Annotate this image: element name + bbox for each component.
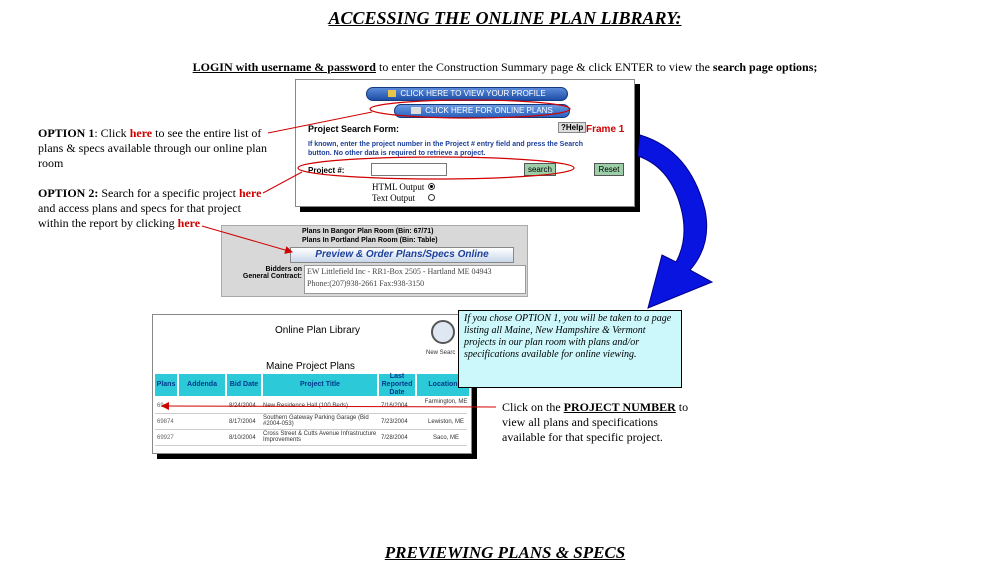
search-form-title: Project Search Form: — [308, 124, 400, 134]
option1-callout: If you chose OPTION 1, you will be taken… — [458, 310, 682, 388]
option2-pointer-line — [262, 171, 303, 194]
option2-here-link[interactable]: here — [238, 186, 262, 200]
reset-button[interactable]: Reset — [594, 163, 624, 176]
option1-text: OPTION 1: Click here to see the entire l… — [38, 126, 267, 170]
bid-date: 8/17/2004 — [229, 419, 256, 425]
text-output-radio[interactable] — [428, 194, 435, 201]
html-output-radio[interactable] — [428, 183, 435, 190]
contractor-info: EW Littlefield Inc - RR1-Box 2505 - Hart… — [304, 265, 526, 294]
plan-library-title: Online Plan Library — [275, 325, 361, 336]
option1-here-link[interactable]: here — [129, 126, 153, 140]
reported-date: 7/16/2004 — [381, 403, 408, 409]
frame-label: Frame 1 — [586, 124, 625, 135]
option2-text: OPTION 2: Search for a specific project … — [38, 186, 262, 230]
maine-plans-heading: Maine Project Plans — [266, 361, 355, 372]
library-button-highlight — [369, 99, 571, 119]
intro-text: LOGIN with username & password to enter … — [192, 60, 818, 74]
column-header: Bid Date — [227, 374, 261, 396]
column-header: Last Reported Date — [379, 373, 415, 396]
help-icon: ? — [561, 123, 566, 132]
html-output-label: HTML Output — [372, 182, 425, 192]
library-icon — [411, 107, 422, 114]
text-output-label: Text Output — [372, 193, 416, 203]
new-search-icon[interactable] — [431, 320, 455, 344]
bid-date: 8/10/2004 — [229, 435, 256, 441]
flow-arrow — [637, 134, 714, 309]
previewing-title: PREVIEWING PLANS & SPECS — [384, 543, 626, 562]
option2-click-arrow — [201, 225, 293, 254]
project-number-label: Project #: — [308, 166, 345, 175]
portland-plan-room: Plans In Portland Plan Room (Bin: Table) — [302, 237, 438, 244]
option2-here-link-2[interactable]: here — [177, 216, 201, 230]
column-header: Project Title — [263, 374, 377, 396]
project-number-note: Click on the PROJECT NUMBER to view all … — [502, 400, 689, 444]
project-number-link[interactable]: 69874 — [157, 419, 174, 425]
project-title: Southern Gateway Parking Garage (Bid #20… — [263, 415, 369, 427]
help-button[interactable]: ?Help — [558, 122, 587, 133]
reported-date: 7/28/2004 — [381, 435, 408, 441]
project-number-input[interactable] — [371, 163, 447, 176]
column-header: Plans — [155, 374, 177, 396]
project-number-link[interactable]: 69927 — [157, 435, 174, 441]
plan-library-screenshot: Online Plan Library New Searc Maine Proj… — [152, 314, 472, 454]
project-report-screenshot: Plans In Bangor Plan Room (Bin: 67/71) P… — [221, 225, 528, 297]
preview-order-plans-button[interactable]: Preview & Order Plans/Specs Online — [290, 247, 514, 263]
bangor-plan-room: Plans In Bangor Plan Room (Bin: 67/71) — [302, 228, 434, 235]
search-instructions: If known, enter the project number in th… — [308, 141, 584, 157]
location: Farmington, ME — [424, 399, 468, 405]
profile-icon — [388, 90, 397, 97]
page-title: ACCESSING THE ONLINE PLAN LIBRARY: — [328, 8, 682, 28]
project-number-arrow — [161, 402, 497, 411]
option1-pointer-line — [267, 111, 373, 134]
location: Lewiston, ME — [427, 419, 464, 425]
column-header: Location — [417, 374, 469, 396]
column-header: Addenda — [179, 374, 225, 396]
location: Saco, ME — [432, 435, 459, 441]
project-number-link[interactable]: 69 — [157, 403, 164, 409]
project-search-highlight — [297, 156, 575, 180]
new-search-label[interactable]: New Searc — [426, 350, 456, 356]
table-row: 69874 8/17/2004 Southern Gateway Parking… — [155, 415, 467, 430]
table-row: 69927 8/10/2004 Cross Street & Cutts Ave… — [155, 431, 467, 446]
reported-date: 7/23/2004 — [381, 419, 408, 425]
project-title: Cross Street & Cutts Avenue Infrastructu… — [263, 431, 377, 443]
